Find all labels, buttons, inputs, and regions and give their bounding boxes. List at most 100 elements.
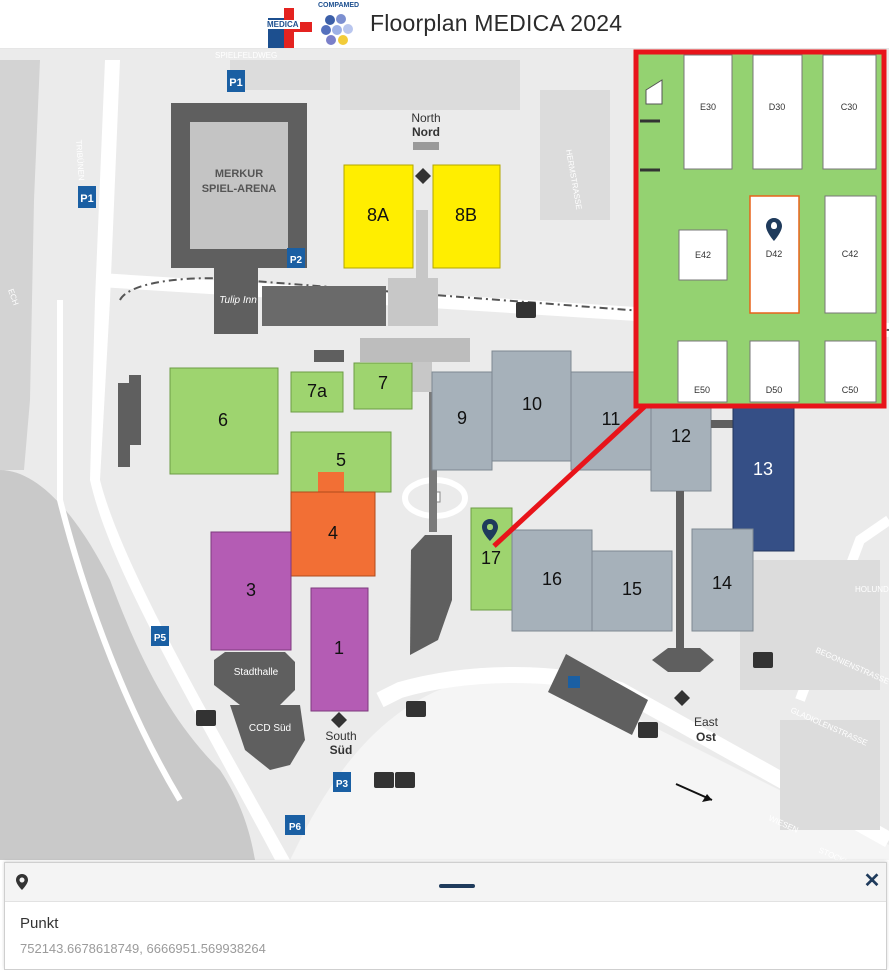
stand-D50-label: D50 xyxy=(766,385,783,395)
stand-E50[interactable] xyxy=(677,340,728,403)
river-water xyxy=(0,470,255,860)
stand-E42-label: E42 xyxy=(695,250,711,260)
hall-8B-label: 8B xyxy=(455,205,477,225)
parking-sign-p1[interactable] xyxy=(78,186,96,208)
hall-10[interactable] xyxy=(491,350,572,462)
info-panel: ✕ Punkt 752143.6678618749, 6666951.56993… xyxy=(4,862,887,970)
hall-8A[interactable] xyxy=(343,164,414,269)
bg-building xyxy=(780,720,880,830)
hall-7a[interactable] xyxy=(290,371,344,413)
hall-4-label: 4 xyxy=(328,523,338,543)
floorplan-map[interactable]: MERKUR SPIEL-ARENA Tulip Inn North Nord … xyxy=(0,49,889,860)
stand-C50[interactable] xyxy=(824,340,877,403)
direction-arrow-head xyxy=(702,794,712,802)
south-entrance-icon xyxy=(331,712,347,728)
app-header: MEDICA COMPAMED Floorplan MEDICA 2024 xyxy=(0,0,889,49)
bus-stop-icon[interactable] xyxy=(638,722,658,738)
drag-handle[interactable] xyxy=(439,884,475,888)
hall-4[interactable] xyxy=(290,491,376,577)
hall-1[interactable] xyxy=(310,587,369,712)
bus-stop-icon[interactable] xyxy=(395,772,415,788)
river-north-area xyxy=(0,60,40,470)
hall-11-label: 11 xyxy=(602,409,621,429)
stand-C30-label: C30 xyxy=(841,102,858,112)
stand-E30[interactable] xyxy=(683,54,733,170)
stand-D50[interactable] xyxy=(749,340,800,403)
bus-stop-icon[interactable] xyxy=(196,710,216,726)
south-road xyxy=(290,675,889,860)
hall-16-label: 16 xyxy=(542,569,562,589)
ccd-sued-label: CCD Süd xyxy=(249,723,291,734)
bus-stop-icon[interactable] xyxy=(374,772,394,788)
stand-E42[interactable] xyxy=(678,229,728,281)
stand-marker-icon[interactable] xyxy=(766,218,782,241)
hall-12-label: 12 xyxy=(671,426,691,446)
east-label-en: East xyxy=(694,715,719,729)
stand-C30[interactable] xyxy=(822,54,877,170)
east-corridor xyxy=(676,491,684,651)
hall-9-label: 9 xyxy=(457,408,467,428)
south-central-building xyxy=(410,535,452,655)
north-entrance-gate xyxy=(413,142,439,150)
arena-label-2: SPIEL-ARENA xyxy=(202,183,277,195)
medica-compamed-logo[interactable]: MEDICA COMPAMED xyxy=(266,2,362,48)
hall-17[interactable] xyxy=(470,507,513,611)
medica-logo: MEDICA xyxy=(266,8,314,48)
stand-C50-label: C50 xyxy=(842,385,859,395)
bus-stop-icon[interactable] xyxy=(516,302,536,318)
hall-9[interactable] xyxy=(431,371,493,471)
central-link xyxy=(412,362,432,392)
tram-line xyxy=(119,277,889,331)
hall-link xyxy=(711,420,733,428)
hall-6[interactable] xyxy=(169,367,279,475)
parking-sign-p1[interactable] xyxy=(227,70,245,92)
hall-10-label: 10 xyxy=(522,394,542,414)
medica-logo-text: MEDICA xyxy=(266,20,300,29)
bus-stop-icon[interactable] xyxy=(753,652,773,668)
stand-D30[interactable] xyxy=(752,54,803,170)
street-label-spielfeldweg: SPIELFELDWEG xyxy=(215,51,277,60)
ccd-sued-building[interactable] xyxy=(230,705,305,770)
point-name: Punkt xyxy=(20,915,59,932)
hall-15-label: 15 xyxy=(622,579,642,599)
parking-sign-p6[interactable] xyxy=(285,815,305,835)
bus-stop-icon[interactable] xyxy=(406,701,426,717)
bg-building xyxy=(540,90,610,220)
page-title: Floorplan MEDICA 2024 xyxy=(370,10,623,36)
hall-14[interactable] xyxy=(691,528,754,632)
tulip-inn-hotel[interactable] xyxy=(262,286,386,326)
hall-8B[interactable] xyxy=(432,164,501,269)
hall-13[interactable] xyxy=(732,405,795,552)
compamed-logo-text: COMPAMED xyxy=(318,2,360,9)
parking-garage[interactable] xyxy=(548,654,648,735)
close-icon[interactable]: ✕ xyxy=(863,870,881,892)
stand-D42-label: D42 xyxy=(766,249,783,259)
hall-3[interactable] xyxy=(210,531,292,651)
location-marker-icon[interactable] xyxy=(482,519,498,541)
info-panel-header[interactable]: ✕ xyxy=(5,863,886,902)
east-foyer xyxy=(652,648,714,672)
hall-13-label: 13 xyxy=(753,459,773,479)
parking-sign-p3[interactable] xyxy=(333,772,351,792)
hall-16[interactable] xyxy=(511,529,593,632)
stand-C42[interactable] xyxy=(824,195,877,314)
stand-D30-label: D30 xyxy=(769,102,786,112)
arena-field xyxy=(190,122,288,249)
hall-6-label: 6 xyxy=(218,410,228,430)
stand-D42[interactable] xyxy=(749,195,800,314)
parking-sign-label: P1 xyxy=(80,193,93,205)
stadthalle-building[interactable] xyxy=(214,652,295,705)
stand-zoom-inset[interactable]: E30 D30 C30 E42 D42 C42 E50 D50 C50 xyxy=(633,49,887,409)
hall-7-label: 7 xyxy=(378,373,388,393)
parking-sign-label: P1 xyxy=(229,77,242,89)
side-road xyxy=(57,300,183,802)
hall-15[interactable] xyxy=(591,550,673,632)
hall-17-label: 17 xyxy=(481,548,501,568)
parking-sign-label: P3 xyxy=(336,779,349,790)
arena-label-1: MERKUR xyxy=(215,168,263,180)
parking-sign-p2[interactable] xyxy=(287,248,305,268)
parking-sign-label: P5 xyxy=(154,633,167,644)
hall-3-label: 3 xyxy=(246,580,256,600)
hall-7[interactable] xyxy=(353,362,413,410)
parking-sign-p5[interactable] xyxy=(151,626,169,646)
